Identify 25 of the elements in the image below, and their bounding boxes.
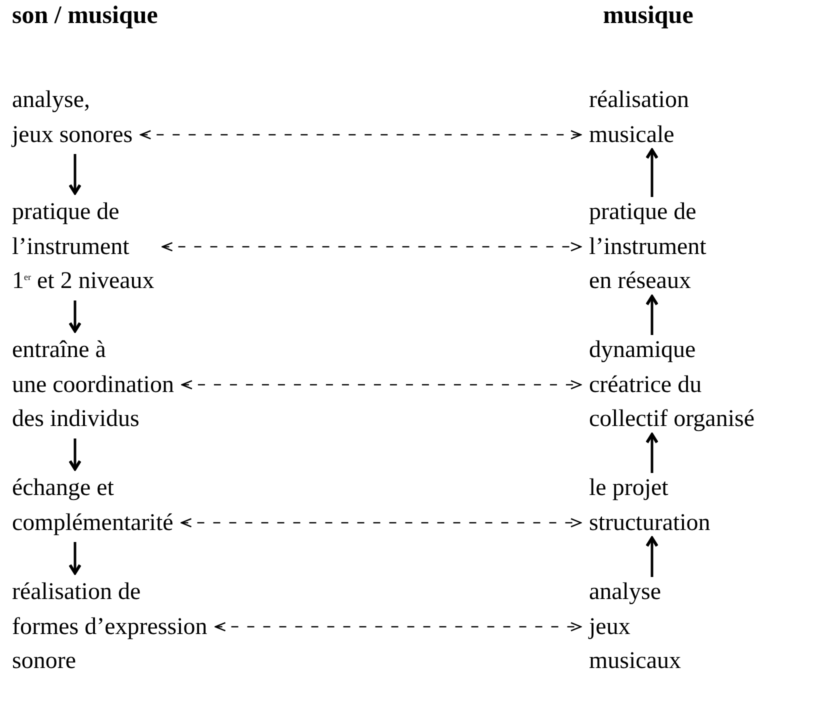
step-text: réalisation de formes d’expression sonore <box>12 575 208 678</box>
column-heading: musique <box>603 2 694 30</box>
arrow <box>68 438 82 470</box>
column-heading: son / musique <box>12 2 158 30</box>
step-text: analyse, jeux sonores <box>12 83 133 152</box>
step-text: le projet structuration <box>589 471 710 540</box>
step-text: dynamique créatrice du collectif organisé <box>589 333 754 436</box>
arrow <box>646 433 658 473</box>
arrow <box>68 300 82 332</box>
dashed-double-arrow <box>180 518 582 528</box>
arrow <box>646 295 658 335</box>
dashed-double-arrow <box>214 622 582 632</box>
arrow <box>68 542 82 574</box>
step-text: entraîne à une coordination des individus <box>12 333 174 436</box>
step-text: analyse jeux musicaux <box>589 575 681 678</box>
step-text: pratique de l’instrument 1$^{er}$ et 2 niveaux <box>12 195 154 298</box>
dashed-double-arrow <box>140 130 582 140</box>
arrow <box>68 154 82 194</box>
dashed-double-arrow <box>162 242 582 252</box>
step-text: pratique de l’instrument en réseaux <box>589 195 706 298</box>
dashed-double-arrow <box>181 380 582 390</box>
step-text: échange et complémentarité <box>12 471 174 540</box>
arrow <box>646 148 658 197</box>
arrow <box>646 536 658 577</box>
step-text: réalisation musicale <box>589 83 689 152</box>
